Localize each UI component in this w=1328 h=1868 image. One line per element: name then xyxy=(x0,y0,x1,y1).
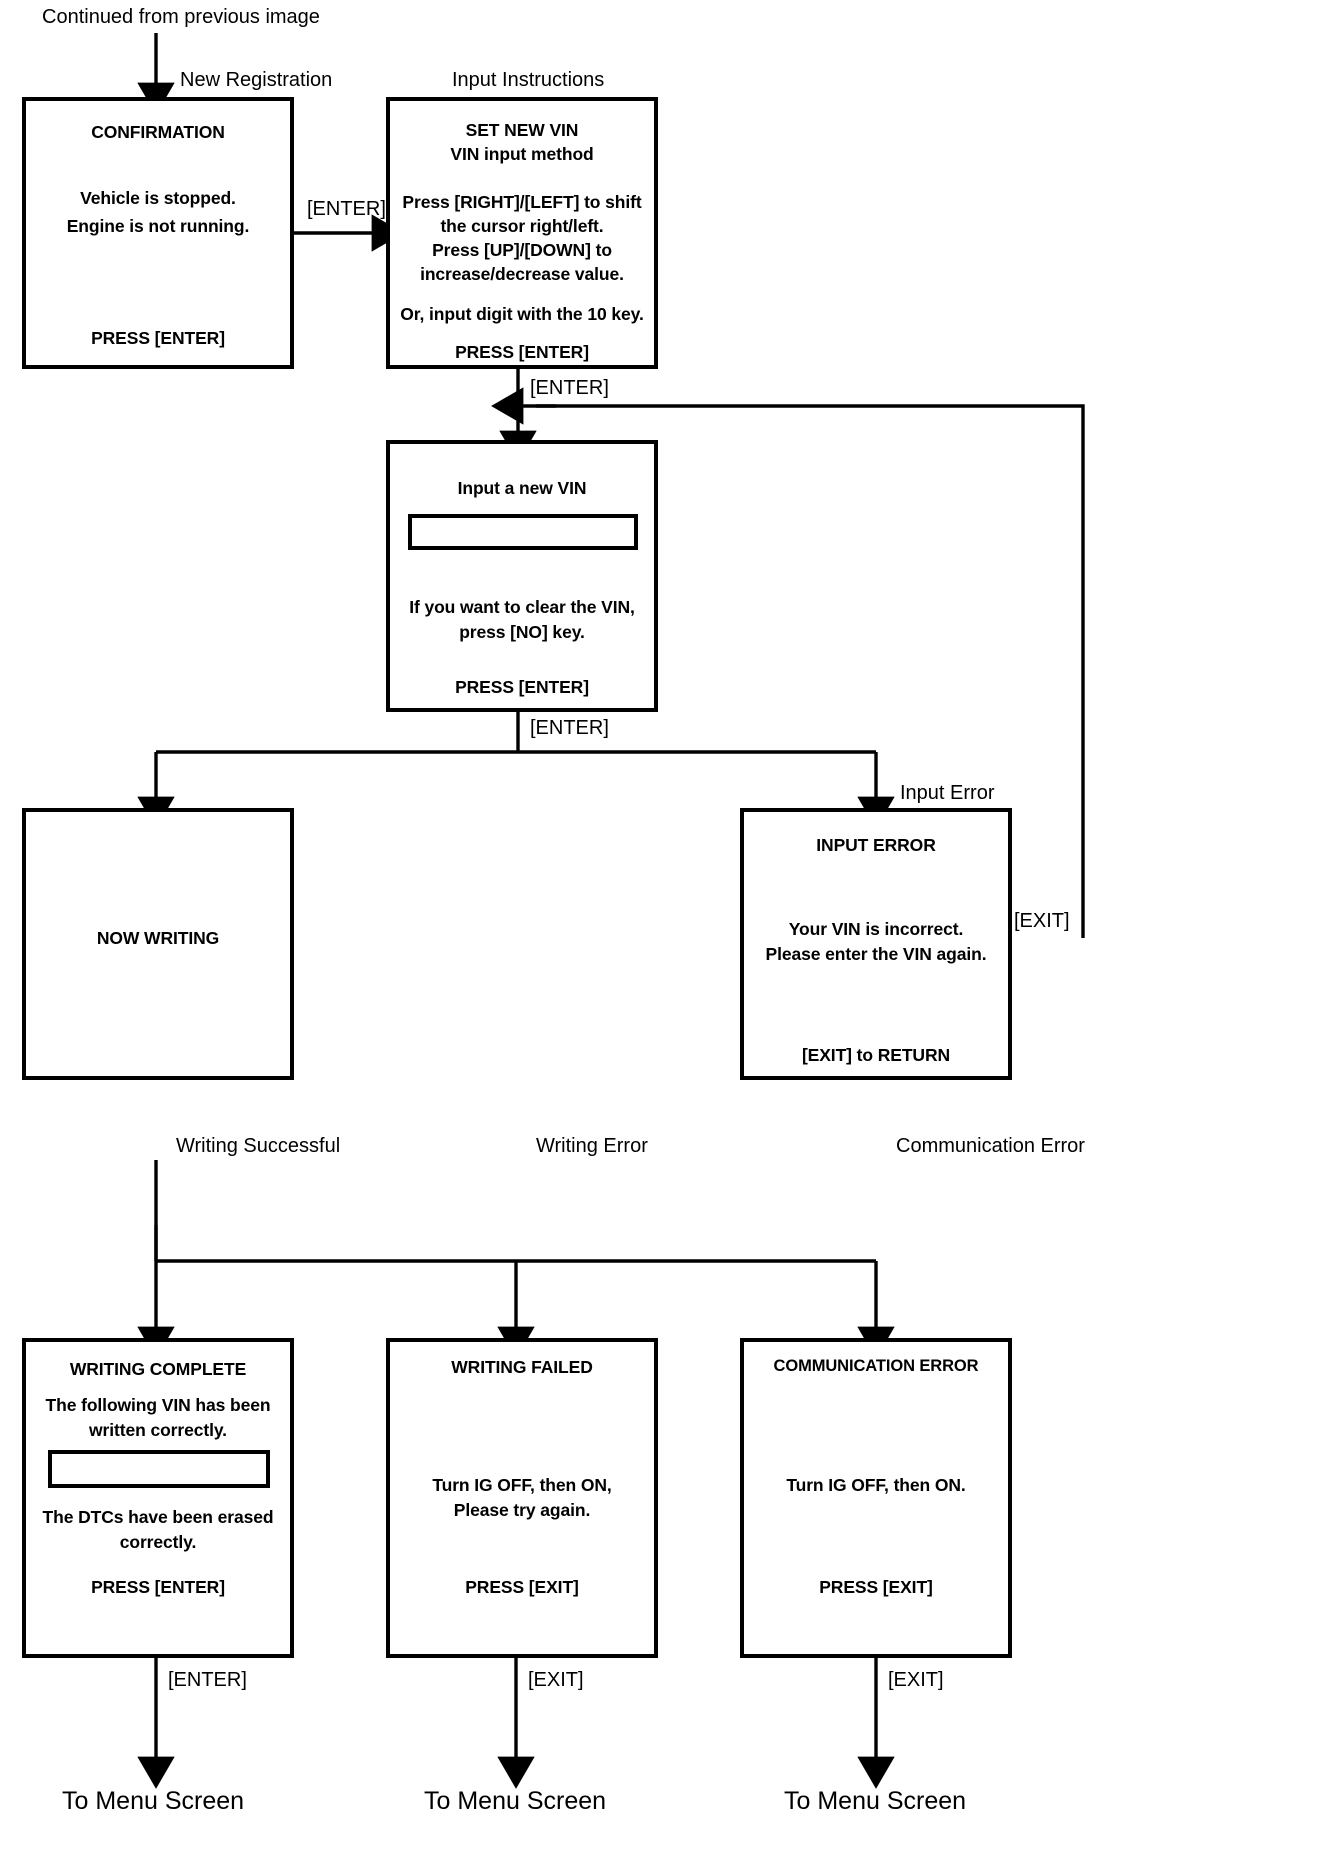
label-exit-return: [EXIT] xyxy=(1014,910,1070,932)
confirmation-title: CONFIRMATION xyxy=(91,122,225,142)
confirmation-line-1: Vehicle is stopped. xyxy=(80,188,236,208)
continued-from-previous-label: Continued from previous image xyxy=(42,6,320,28)
writingcomplete-body-4: correctly. xyxy=(119,1532,197,1552)
screen-communication-error: COMMUNICATION ERROR Turn IG OFF, then ON… xyxy=(740,1338,1012,1658)
setvin-body-1: Press [RIGHT]/[LEFT] to shift xyxy=(402,192,642,212)
writingcomplete-title: WRITING COMPLETE xyxy=(69,1359,247,1379)
confirmation-footer: PRESS [ENTER] xyxy=(91,328,225,348)
screen-writing-complete: WRITING COMPLETE The following VIN has b… xyxy=(22,1338,294,1658)
writingcomplete-body-1: The following VIN has been xyxy=(45,1395,271,1415)
writingfailed-title: WRITING FAILED xyxy=(451,1357,593,1377)
label-enter-confirmation: [ENTER] xyxy=(307,198,386,220)
commerror-footer: PRESS [EXIT] xyxy=(819,1577,933,1597)
inputerror-footer: [EXIT] to RETURN xyxy=(801,1045,951,1065)
writingfailed-footer: PRESS [EXIT] xyxy=(465,1577,579,1597)
inputvin-body-1: If you want to clear the VIN, xyxy=(409,597,635,617)
writingfailed-body-1: Turn IG OFF, then ON, xyxy=(432,1475,612,1495)
screen-input-new-vin: Input a new VIN If you want to clear the… xyxy=(386,440,658,712)
setvin-body-5: Or, input digit with the 10 key. xyxy=(400,304,644,324)
commerror-body-1: Turn IG OFF, then ON. xyxy=(786,1475,966,1495)
label-enter-bottom-left: [ENTER] xyxy=(168,1669,247,1691)
setvin-footer: PRESS [ENTER] xyxy=(455,342,589,362)
setvin-subtitle: VIN input method xyxy=(450,144,594,164)
label-enter-setvin: [ENTER] xyxy=(530,377,609,399)
writingcomplete-footer: PRESS [ENTER] xyxy=(91,1577,225,1597)
screen-confirmation: CONFIRMATION Vehicle is stopped. Engine … xyxy=(22,97,294,369)
inputvin-body-2: press [NO] key. xyxy=(459,622,585,642)
terminal-to-menu-left: To Menu Screen xyxy=(62,1787,245,1815)
setvin-body-3: Press [UP]/[DOWN] to xyxy=(432,240,612,260)
screen-input-error: INPUT ERROR Your VIN is incorrect. Pleas… xyxy=(740,808,1012,1080)
setvin-title: SET NEW VIN xyxy=(465,120,579,140)
label-input-instructions: Input Instructions xyxy=(452,69,605,91)
inputerror-body-1: Your VIN is incorrect. xyxy=(788,919,964,939)
screen-set-new-vin: SET NEW VIN VIN input method Press [RIGH… xyxy=(386,97,658,369)
label-communication-error: Communication Error xyxy=(896,1135,1085,1157)
label-exit-bottom-mid: [EXIT] xyxy=(528,1669,584,1691)
setvin-body-2: the cursor right/left. xyxy=(440,216,604,236)
nowwriting-title: NOW WRITING xyxy=(96,928,220,948)
label-enter-inputvin: [ENTER] xyxy=(530,717,609,739)
vin-input-field[interactable] xyxy=(408,514,638,550)
setvin-body-4: increase/decrease value. xyxy=(420,264,624,284)
label-writing-error: Writing Error xyxy=(536,1135,648,1157)
terminal-to-menu-mid: To Menu Screen xyxy=(424,1787,607,1815)
path-inputerror-return xyxy=(536,404,1085,938)
writingcomplete-body-3: The DTCs have been erased xyxy=(42,1507,274,1527)
inputerror-body-2: Please enter the VIN again. xyxy=(765,944,987,964)
written-vin-field[interactable] xyxy=(48,1450,270,1488)
inputerror-title: INPUT ERROR xyxy=(816,835,936,855)
inputvin-title: Input a new VIN xyxy=(457,478,587,498)
label-writing-successful: Writing Successful xyxy=(176,1135,341,1157)
label-input-error: Input Error xyxy=(900,782,995,804)
writingfailed-body-2: Please try again. xyxy=(453,1500,591,1520)
commerror-title: COMMUNICATION ERROR xyxy=(773,1357,979,1375)
terminal-to-menu-right: To Menu Screen xyxy=(784,1787,967,1815)
writingcomplete-body-2: written correctly. xyxy=(89,1420,227,1440)
confirmation-line-2: Engine is not running. xyxy=(66,216,250,236)
label-new-registration: New Registration xyxy=(180,69,333,91)
screen-writing-failed: WRITING FAILED Turn IG OFF, then ON, Ple… xyxy=(386,1338,658,1658)
inputvin-footer: PRESS [ENTER] xyxy=(455,677,589,697)
label-exit-bottom-right: [EXIT] xyxy=(888,1669,944,1691)
screen-now-writing: NOW WRITING xyxy=(22,808,294,1080)
